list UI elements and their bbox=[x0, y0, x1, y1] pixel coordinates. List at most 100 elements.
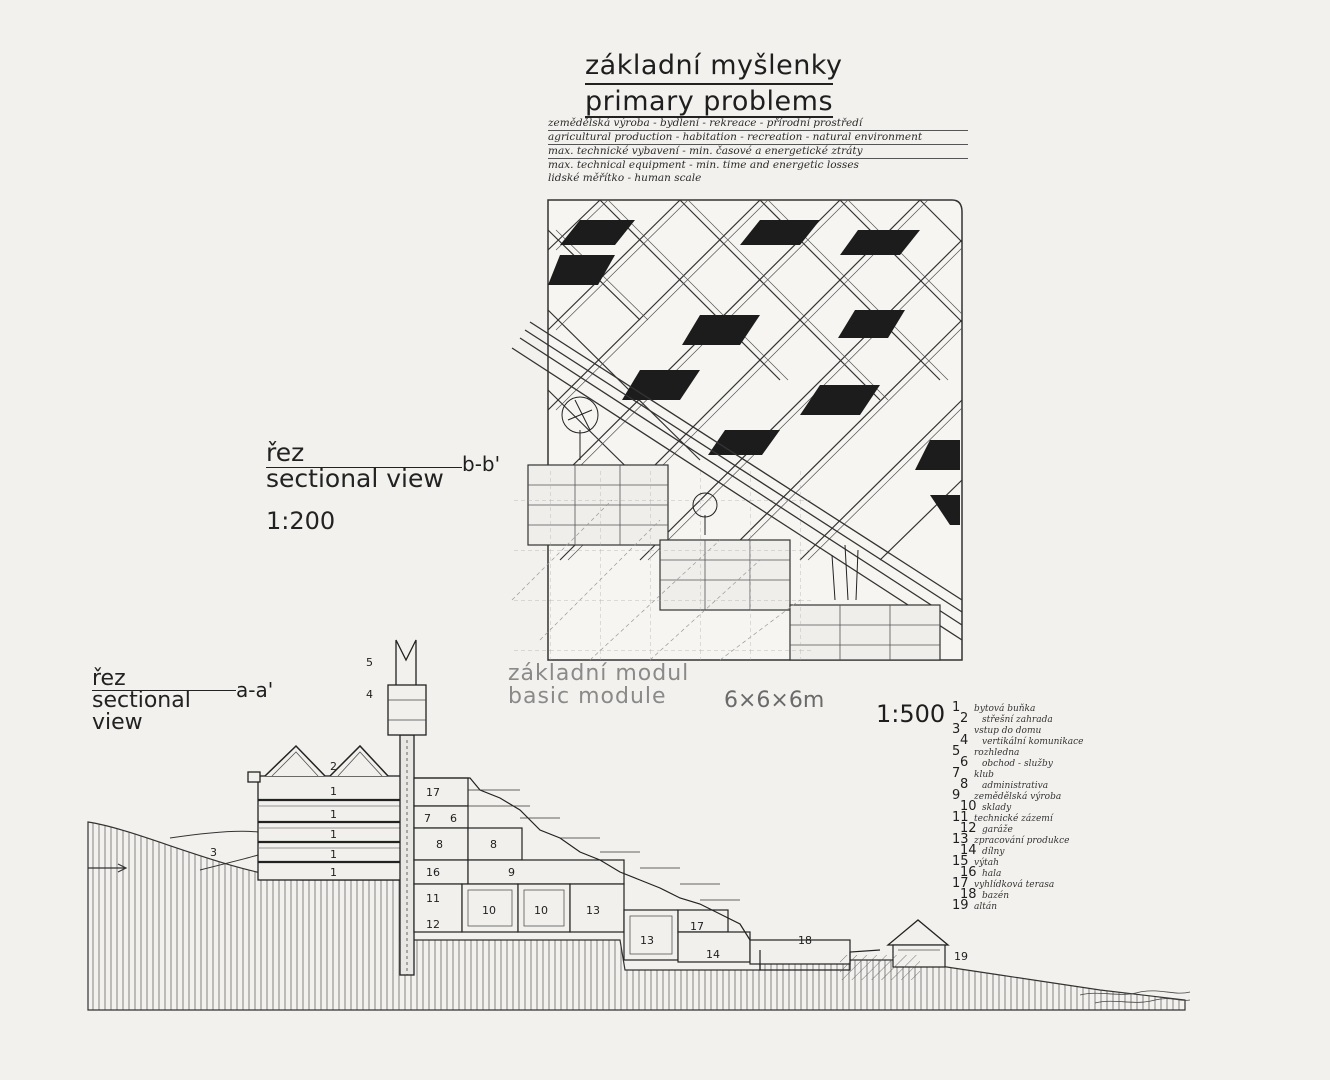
legend-item: 18 bazén bbox=[960, 887, 1009, 902]
legend-number: 2 bbox=[960, 711, 969, 726]
module-label: základní modul basic module bbox=[508, 662, 689, 708]
legend-item: 19 altán bbox=[952, 898, 998, 913]
section-number: 1 bbox=[330, 785, 337, 798]
section-number: 1 bbox=[330, 828, 337, 841]
legend-item: 9 zemědělská výroba bbox=[952, 788, 1062, 803]
legend-item: 1 bytová buňka bbox=[952, 700, 1036, 715]
legend-text: vstup do domu bbox=[974, 726, 1042, 736]
note-line: max. technical equipment - min. time and… bbox=[548, 159, 859, 171]
section-number: 1 bbox=[330, 848, 337, 861]
legend-number: 7 bbox=[952, 766, 961, 781]
legend-text: bazén bbox=[982, 891, 1009, 901]
legend-text: obchod - služby bbox=[982, 759, 1053, 769]
handwritten-notes: zemědělská výroba - bydlení - rekreace -… bbox=[548, 117, 968, 185]
legend-number: 5 bbox=[952, 744, 961, 759]
module-label-en: basic module bbox=[508, 684, 667, 709]
section-a-label-en2: view bbox=[92, 710, 143, 735]
section-number: 17 bbox=[426, 786, 440, 799]
section-a-label-cz: řez bbox=[92, 666, 126, 691]
legend-text: vyhlídková terasa bbox=[974, 880, 1055, 890]
section-b-label-cz: řez bbox=[266, 438, 305, 467]
legend-item: 3 vstup do domu bbox=[952, 722, 1042, 737]
legend-text: střešní zahrada bbox=[982, 715, 1053, 725]
legend-item: 11 technické zázemí bbox=[952, 810, 1053, 825]
section-b-scale: 1:200 bbox=[266, 507, 336, 535]
legend-text: rozhledna bbox=[974, 748, 1020, 758]
section-b-leader bbox=[266, 467, 462, 468]
section-b-label-en: sectional view bbox=[266, 464, 444, 493]
legend-text: administrativa bbox=[982, 781, 1049, 791]
section-number: 17 bbox=[690, 920, 704, 933]
legend-item: 8 administrativa bbox=[960, 777, 1049, 792]
section-number: 7 bbox=[424, 812, 431, 825]
legend-item: 4 vertikální komunikace bbox=[960, 733, 1084, 748]
legend-number: 16 bbox=[960, 865, 977, 880]
section-number: 18 bbox=[798, 934, 812, 947]
section-number: 12 bbox=[426, 918, 440, 931]
section-number: 10 bbox=[534, 904, 548, 917]
legend-item: 17 vyhlídková terasa bbox=[952, 876, 1055, 891]
legend-item: 13 zpracování produkce bbox=[952, 832, 1070, 847]
section-number: 13 bbox=[586, 904, 600, 917]
note-line: zemědělská výroba - bydlení - rekreace -… bbox=[548, 117, 968, 131]
section-number: 5 bbox=[366, 656, 373, 669]
legend-item: 15 výtah bbox=[952, 854, 999, 869]
section-number: 9 bbox=[508, 866, 515, 879]
section-b-mark: b-b' bbox=[462, 452, 501, 476]
legend-text: výtah bbox=[974, 858, 999, 868]
legend-text: hala bbox=[982, 869, 1002, 879]
section-b-label: řez sectional view bbox=[266, 440, 444, 492]
main-section bbox=[87, 639, 1191, 1011]
section-number: 14 bbox=[706, 948, 720, 961]
main-scale: 1:500 bbox=[876, 700, 946, 728]
section-a-label-en1: sectional bbox=[92, 688, 191, 713]
title-czech: základní myšlenky bbox=[585, 50, 843, 81]
title-english: primary problems bbox=[585, 86, 834, 117]
legend-item: 7 klub bbox=[952, 766, 994, 781]
legend-text: bytová buňka bbox=[974, 704, 1036, 714]
legend-text: klub bbox=[974, 770, 994, 780]
legend-number: 13 bbox=[952, 832, 969, 847]
legend-number: 18 bbox=[960, 887, 977, 902]
legend-number: 9 bbox=[952, 788, 961, 803]
legend-text: technické zázemí bbox=[974, 814, 1053, 824]
legend-number: 17 bbox=[952, 876, 969, 891]
legend-number: 12 bbox=[960, 821, 977, 836]
section-number: 8 bbox=[436, 838, 443, 851]
section-number: 4 bbox=[366, 688, 373, 701]
legend-item: 5 rozhledna bbox=[952, 744, 1020, 759]
section-number: 1 bbox=[330, 866, 337, 879]
legend-number: 10 bbox=[960, 799, 977, 814]
section-number: 8 bbox=[490, 838, 497, 851]
legend-text: sklady bbox=[982, 803, 1012, 813]
legend-number: 15 bbox=[952, 854, 969, 869]
section-a-mark: a-a' bbox=[236, 678, 274, 702]
note-line: agricultural production - habitation - r… bbox=[548, 131, 968, 145]
legend-item: 10 sklady bbox=[960, 799, 1012, 814]
legend-text: zpracování produkce bbox=[974, 836, 1070, 846]
legend-number: 11 bbox=[952, 810, 969, 825]
legend-text: altán bbox=[974, 902, 998, 912]
legend-number: 6 bbox=[960, 755, 969, 770]
legend-number: 3 bbox=[952, 722, 961, 737]
legend-number: 1 bbox=[952, 700, 961, 715]
section-number: 19 bbox=[954, 950, 968, 963]
legend-text: vertikální komunikace bbox=[982, 737, 1084, 747]
legend-text: garáže bbox=[982, 825, 1013, 835]
legend-number: 19 bbox=[952, 898, 969, 913]
section-number: 13 bbox=[640, 934, 654, 947]
legend-item: 6 obchod - služby bbox=[960, 755, 1053, 770]
note-line: max. technické vybavení - min. časové a … bbox=[548, 145, 968, 159]
legend-number: 8 bbox=[960, 777, 969, 792]
title-underline-1 bbox=[585, 83, 833, 85]
section-number: 11 bbox=[426, 892, 440, 905]
legend-number: 4 bbox=[960, 733, 969, 748]
section-number: 10 bbox=[482, 904, 496, 917]
legend-text: zemědělská výroba bbox=[974, 792, 1062, 802]
section-number: 2 bbox=[330, 760, 337, 773]
legend-item: 16 hala bbox=[960, 865, 1002, 880]
section-number: 3 bbox=[210, 846, 217, 859]
module-label-cz: základní modul bbox=[508, 661, 690, 686]
section-numbers: 2 1 1 1 1 1 3 4 5 6 7 8 8 9 10 10 11 12 … bbox=[210, 656, 968, 963]
